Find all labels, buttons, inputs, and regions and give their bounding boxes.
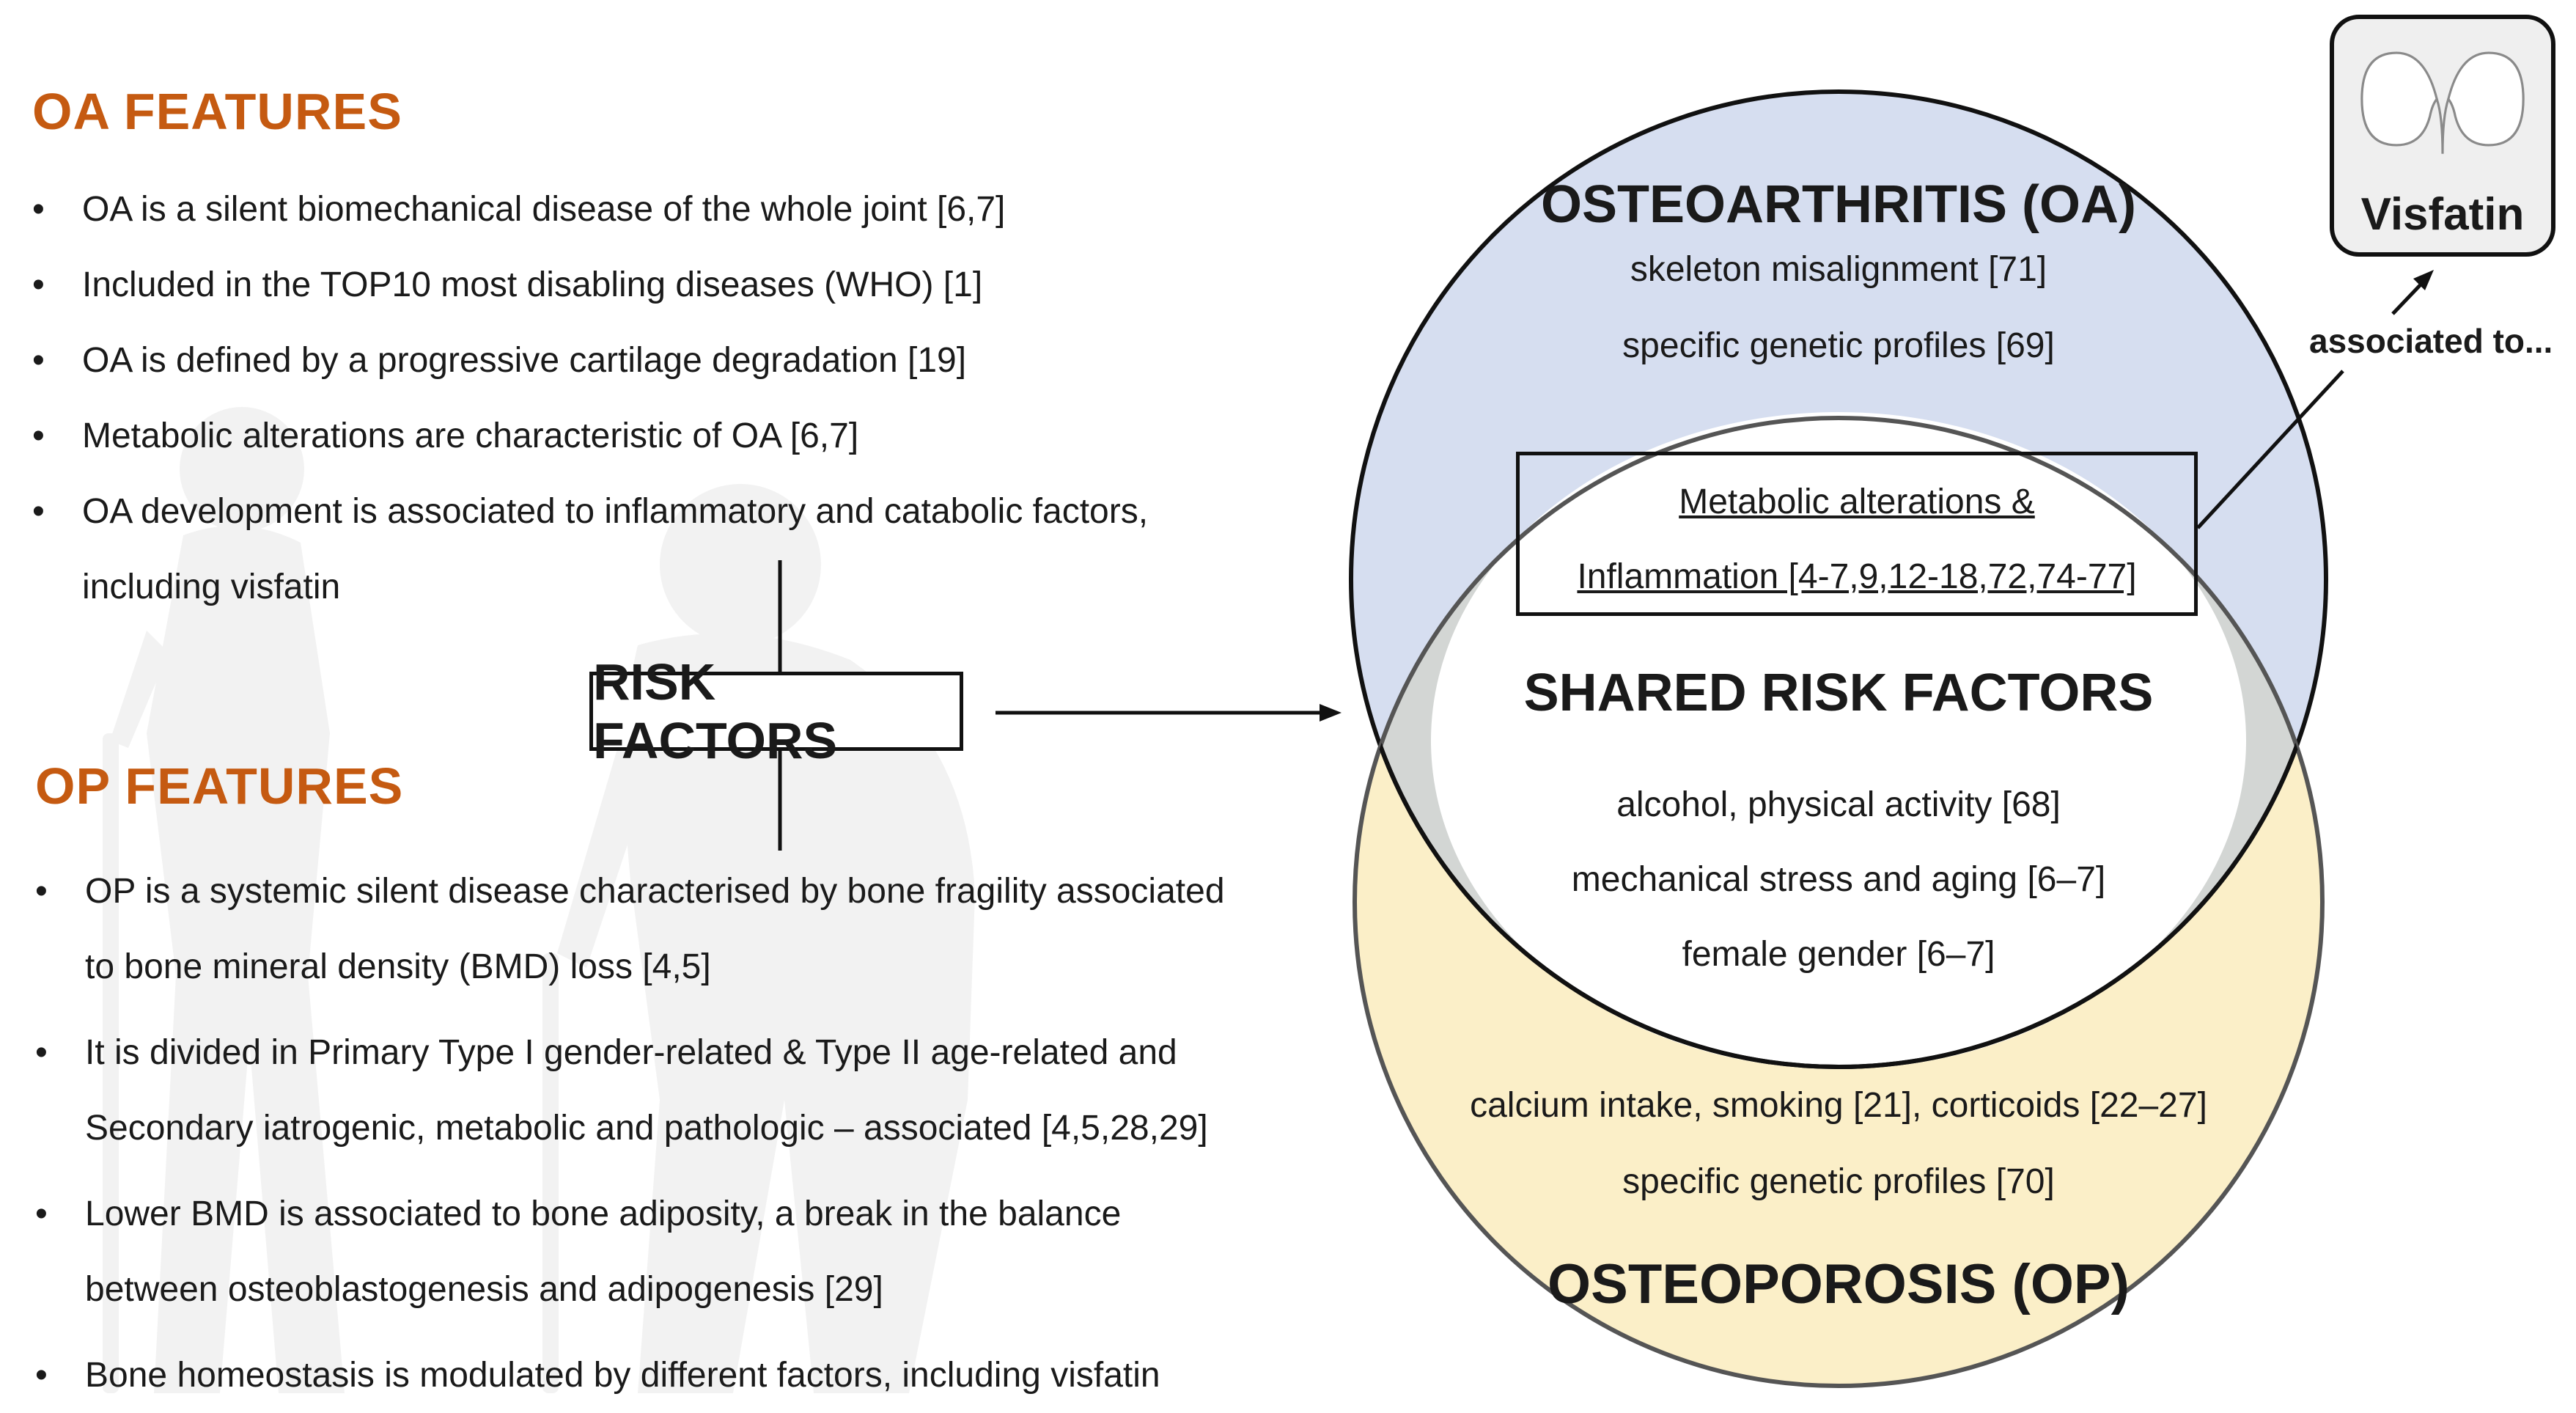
- op-features-heading: OP FEATURES: [35, 757, 404, 815]
- op-bullet-line1: OP is a systemic silent disease characte…: [85, 872, 1225, 911]
- metabolic-line1: Metabolic alterations &: [1679, 482, 2035, 521]
- oa-item: skeleton misalignment [71]: [1630, 250, 2047, 289]
- oa-bullet-line2: including visfatin: [82, 568, 341, 606]
- risk-factors-box: RISK FACTORS: [589, 653, 963, 769]
- oa-bullet: Metabolic alterations are characteristic…: [32, 398, 1148, 474]
- op-bullet: It is divided in Primary Type I gender-r…: [35, 1015, 1225, 1166]
- oa-bullet-line1: OA development is associated to inflamma…: [82, 492, 1149, 531]
- op-bullet-line1: Lower BMD is associated to bone adiposit…: [85, 1194, 1122, 1233]
- shared-item: mechanical stress and aging [6–7]: [1571, 860, 2106, 899]
- associated-to-label: associated to...: [2309, 322, 2553, 360]
- shared-area: [1431, 412, 2246, 1069]
- kidney-pair-icon: [2360, 51, 2525, 154]
- oa-title: OSTEOARTHRITIS (OA): [1541, 175, 2136, 234]
- oa-bullet: OA is defined by a progressive cartilage…: [32, 323, 1148, 398]
- shared-risk-factors-title: SHARED RISK FACTORS: [1523, 664, 2154, 722]
- op-bullet: OP is a systemic silent disease characte…: [35, 854, 1225, 1005]
- risk-factors-label: RISK FACTORS: [593, 653, 838, 769]
- shared-item: female gender [6–7]: [1682, 935, 1995, 974]
- op-bullet-line1: It is divided in Primary Type I gender-r…: [85, 1033, 1177, 1072]
- op-bullet: Bone homeostasis is modulated by differe…: [35, 1337, 1225, 1413]
- op-bullet-line2: to bone mineral density (BMD) loss [4,5]: [85, 947, 711, 986]
- shared-item: alcohol, physical activity [68]: [1616, 785, 2061, 824]
- op-title: OSTEOPOROSIS (OP): [1548, 1253, 2130, 1315]
- visfatin-label: Visfatin: [2360, 189, 2525, 240]
- visfatin-box: Visfatin: [2330, 15, 2555, 257]
- op-item: specific genetic profiles [70]: [1622, 1162, 2055, 1201]
- metabolic-inflammation-box: Metabolic alterations & Inflammation [4-…: [1516, 452, 2198, 616]
- metabolic-line2: Inflammation [4-7,9,12-18,72,74-77]: [1577, 557, 2137, 596]
- op-features-list: OP is a systemic silent disease characte…: [35, 854, 1225, 1413]
- oa-features-list: OA is a silent biomechanical disease of …: [32, 172, 1148, 625]
- op-item: calcium intake, smoking [21], corticoids…: [1470, 1086, 2207, 1125]
- oa-bullet: OA is a silent biomechanical disease of …: [32, 172, 1148, 247]
- oa-item: specific genetic profiles [69]: [1622, 326, 2055, 365]
- op-bullet-line2: Secondary iatrogenic, metabolic and path…: [85, 1109, 1208, 1148]
- oa-bullet-multiline: OA development is associated to inflamma…: [32, 474, 1148, 625]
- oa-bullet: Included in the TOP10 most disabling dis…: [32, 247, 1148, 323]
- oa-features-heading: OA FEATURES: [32, 83, 402, 140]
- op-bullet-line2: between osteoblastogenesis and adipogene…: [85, 1270, 883, 1309]
- op-bullet: Lower BMD is associated to bone adiposit…: [35, 1176, 1225, 1327]
